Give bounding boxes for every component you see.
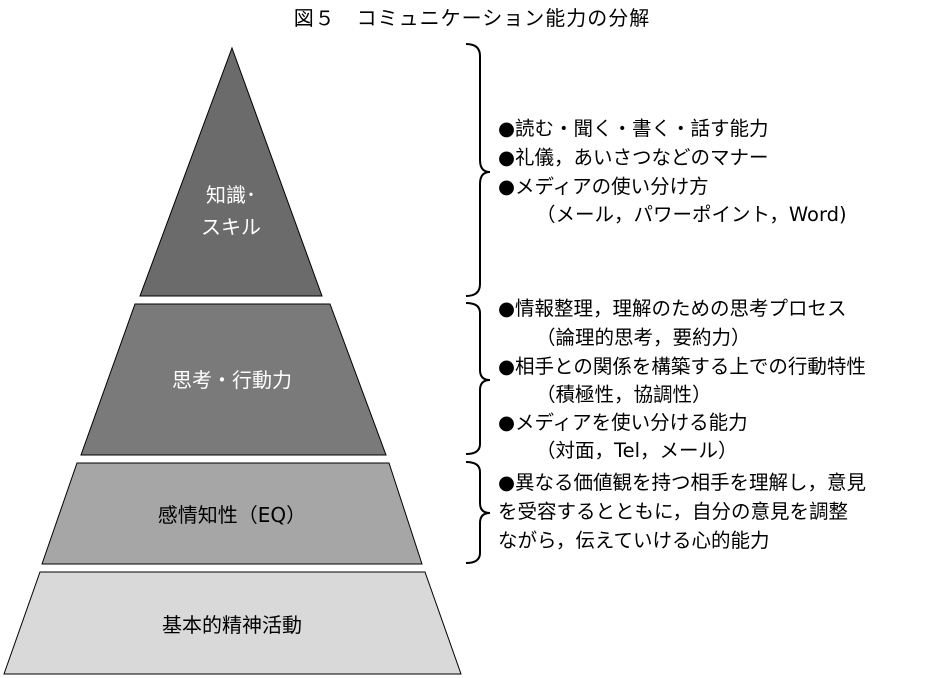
pyramid-level-thinking [80,303,387,456]
description-line: ●異なる価値観を持つ相手を理解し，意見 [498,471,867,494]
description-line: ●メディアを使い分ける能力 [498,411,748,434]
description-line: （論理的思考，要約力） [536,326,751,349]
pyramid-level-eq [41,462,423,565]
brace-knowledge [465,43,491,297]
description-line: ●読む・聞く・書く・話す能力 [498,117,769,140]
description-line: ●情報整理，理解のための思考プロセス [498,297,847,320]
pyramid-level-knowledge [139,46,323,297]
pyramid-level-basic [3,571,462,675]
pyramid-level-knowledge-label-1: 知識･ [206,183,256,207]
brace-eq [465,461,491,564]
description-line: （対面，Tel，メール） [536,439,738,462]
brace-thinking [465,302,491,455]
description-line: ●礼儀，あいさつなどのマナー [498,146,769,169]
pyramid-level-eq-label: 感情知性（EQ） [158,503,306,527]
description-line: （メール，パワーポイント，Word) [536,203,847,226]
pyramid-level-knowledge-label-2: スキル [201,215,261,239]
figure-title: 図５ コミュニケーション能力の分解 [293,6,651,30]
description-line: （積極性，協調性） [536,383,712,406]
pyramid-level-thinking-label: 思考・行動力 [172,368,292,392]
description-line: ●メディアの使い分け方 [498,175,709,198]
description-line: ●相手との関係を構築する上での行動特性 [498,355,866,378]
pyramid-level-basic-label: 基本的精神活動 [162,613,302,637]
description-line: を受容するとともに，自分の意見を調整 [498,500,849,523]
description-line: ながら，伝えていける心的能力 [498,529,770,552]
